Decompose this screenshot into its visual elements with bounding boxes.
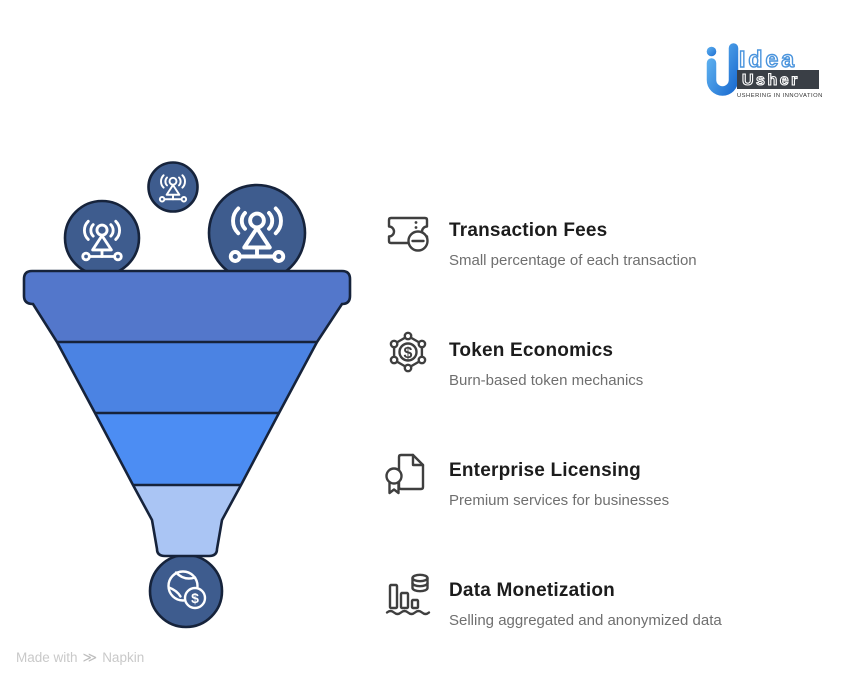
funnel-body	[22, 269, 352, 558]
license-certificate-icon	[382, 448, 434, 510]
item-title: Transaction Fees	[449, 220, 608, 241]
input-node-large	[207, 183, 307, 283]
idea-usher-mark-icon	[706, 43, 739, 96]
item-title: Data Monetization	[449, 580, 615, 601]
made-with-label: Made with	[16, 650, 78, 665]
item-subtitle: Burn-based token mechanics	[449, 372, 644, 389]
item-subtitle: Premium services for businesses	[449, 492, 670, 509]
logo-tagline: USHERING IN INNOVATION	[737, 93, 823, 99]
made-with-napkin-link[interactable]: Made with ≫ Napkin	[16, 649, 144, 666]
item-subtitle: Small percentage of each transaction	[449, 252, 697, 269]
funnel-outline	[22, 269, 352, 558]
napkin-logo-icon: ≫	[82, 649, 98, 665]
napkin-brand: Napkin	[102, 650, 145, 665]
item-data-monetization: Data Monetization Selling aggregated and…	[382, 568, 862, 630]
item-title: Token Economics	[449, 340, 614, 361]
logo-usher-text: Usher	[742, 72, 800, 89]
funnel-section-3	[95, 413, 279, 485]
idea-usher-logo: Idea Usher USHERING IN INNOVATION	[706, 43, 823, 99]
ticket-minus-icon	[382, 208, 434, 270]
dollar-glyph: $	[191, 590, 199, 606]
item-title: Enterprise Licensing	[449, 460, 641, 481]
item-token-economics: $ Token Economics Burn-based token mecha…	[382, 328, 862, 390]
input-node-small	[147, 161, 199, 213]
item-enterprise-licensing: Enterprise Licensing Premium services fo…	[382, 448, 862, 510]
funnel-section-1	[24, 271, 350, 342]
token-hexagon-dollar-icon: $	[382, 328, 434, 390]
output-node	[148, 553, 224, 629]
logo-idea-text: Idea	[739, 46, 797, 72]
dollar-glyph: $	[404, 345, 413, 362]
item-subtitle: Selling aggregated and anonymized data	[449, 612, 722, 629]
globe-dollar-icon: $	[167, 570, 207, 610]
funnel-section-2	[57, 342, 317, 413]
data-bars-database-icon	[382, 568, 434, 630]
item-transaction-fees: Transaction Fees Small percentage of eac…	[382, 208, 862, 270]
logo-usher-box	[737, 70, 819, 89]
funnel-section-4	[133, 485, 241, 556]
